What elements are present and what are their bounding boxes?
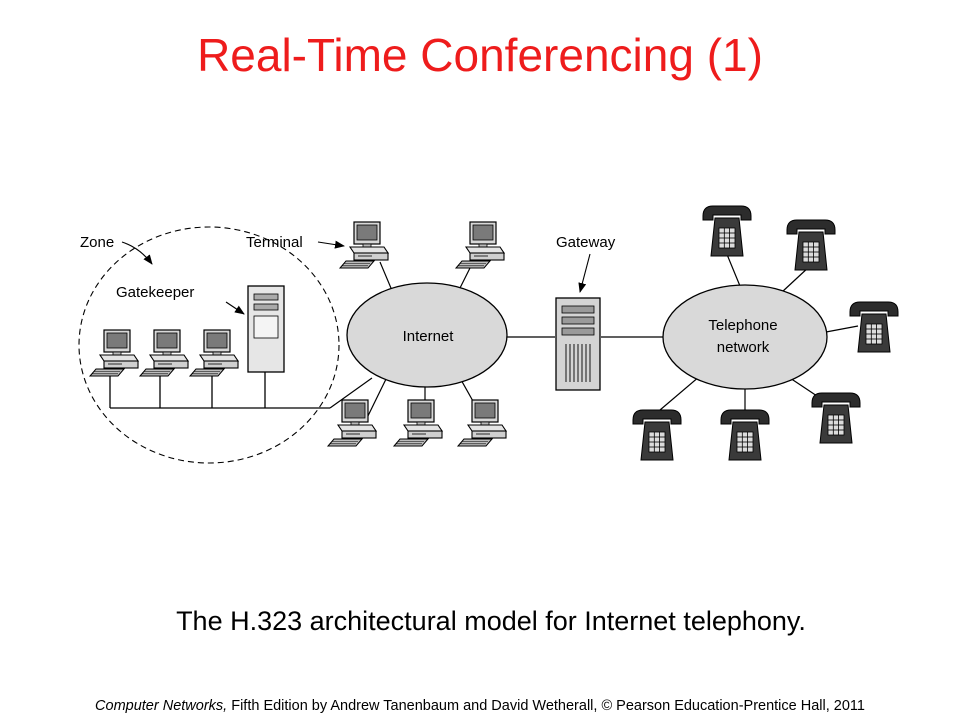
telephone-icon — [849, 301, 899, 353]
terminal-label: Terminal — [246, 234, 303, 251]
telephone-network-label-line2: network — [717, 339, 770, 356]
gateway-server-icon — [555, 297, 601, 391]
zone-boundary — [78, 226, 340, 464]
pointer-arrows — [121, 240, 591, 315]
internet-cloud — [346, 282, 508, 388]
terminal-icon — [339, 221, 389, 269]
zone-lan — [109, 372, 330, 409]
telephone-icon — [702, 205, 752, 257]
telephone-icon — [720, 409, 770, 461]
figure-caption: The H.323 architectural model for Intern… — [176, 606, 806, 636]
zone-terminal-icon — [189, 329, 239, 377]
telephone-network-cloud — [662, 284, 828, 390]
gatekeeper-server-icon — [247, 285, 285, 373]
terminal-icon — [393, 399, 443, 447]
terminal-icon — [457, 399, 507, 447]
terminal-icon — [327, 399, 377, 447]
telephone-icon — [811, 392, 861, 444]
footer-citation: Computer Networks, Fifth Edition by Andr… — [0, 698, 960, 714]
footer-citation-rest: Fifth Edition by Andrew Tanenbaum and Da… — [227, 698, 865, 714]
telephone-icon — [786, 219, 836, 271]
zone-terminal-icon — [139, 329, 189, 377]
terminal-icon — [455, 221, 505, 269]
zone-label: Zone — [80, 234, 114, 251]
footer-book-title: Computer Networks, — [95, 698, 228, 714]
internet-label: Internet — [403, 328, 455, 345]
gatekeeper-label: Gatekeeper — [116, 284, 194, 301]
gateway-label: Gateway — [556, 234, 616, 251]
slide-title: Real-Time Conferencing (1) — [197, 29, 763, 81]
telephone-icon — [632, 409, 682, 461]
zone-terminal-icon — [89, 329, 139, 377]
telephone-network-label-line1: Telephone — [708, 317, 777, 334]
